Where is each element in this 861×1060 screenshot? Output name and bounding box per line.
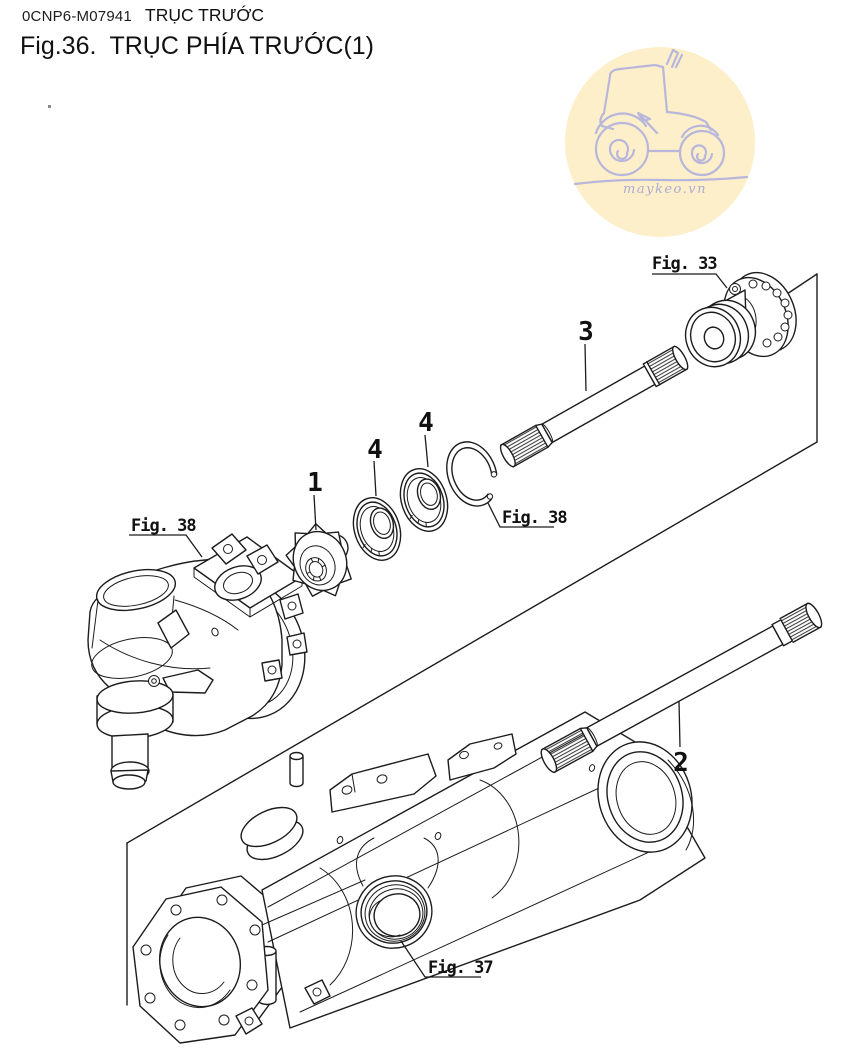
watermark-text: maykeo.vn	[623, 182, 707, 197]
figure-number: Fig.36.	[20, 32, 97, 60]
document-code: 0CNP6-M07941	[22, 8, 132, 25]
bearing-left	[352, 497, 402, 561]
callouts: 3 4 4 1 2 Fig. 33 Fig. 38 Fig. 38 Fig. 3…	[129, 254, 728, 978]
callout-part-4-right: 4	[418, 408, 434, 438]
section-title: TRỤC TRƯỚC	[145, 5, 265, 25]
figure-title: Fig.36. TRỤC PHÍA TRƯỚC(1)	[20, 32, 374, 61]
tractor-sketch-icon	[573, 48, 749, 186]
bevel-gear	[285, 523, 352, 597]
watermark-circle	[565, 47, 755, 237]
front-axle-shaft-long	[540, 602, 823, 774]
callout-fig-38-left: Fig. 38	[131, 516, 196, 536]
callout-part-1: 1	[307, 468, 323, 498]
callout-part-3: 3	[578, 317, 594, 347]
boundary-lines	[126, 273, 818, 1006]
snap-ring	[446, 441, 498, 507]
axle-housing	[132, 711, 706, 1044]
stray-dot	[48, 105, 51, 108]
bevel-gear-case	[87, 533, 308, 790]
watermark: maykeo.vn	[565, 47, 755, 237]
callout-fig-37: Fig. 37	[428, 958, 493, 978]
front-axle-shaft-upper	[499, 345, 689, 468]
callout-part-2: 2	[673, 748, 689, 778]
bearing-right	[399, 468, 449, 532]
callout-fig-38-right: Fig. 38	[502, 508, 567, 528]
figure-name: TRỤC PHÍA TRƯỚC(1)	[109, 32, 375, 60]
callout-fig-33: Fig. 33	[652, 254, 717, 274]
final-case-assembly	[684, 271, 797, 368]
callout-part-4-left: 4	[367, 435, 383, 465]
